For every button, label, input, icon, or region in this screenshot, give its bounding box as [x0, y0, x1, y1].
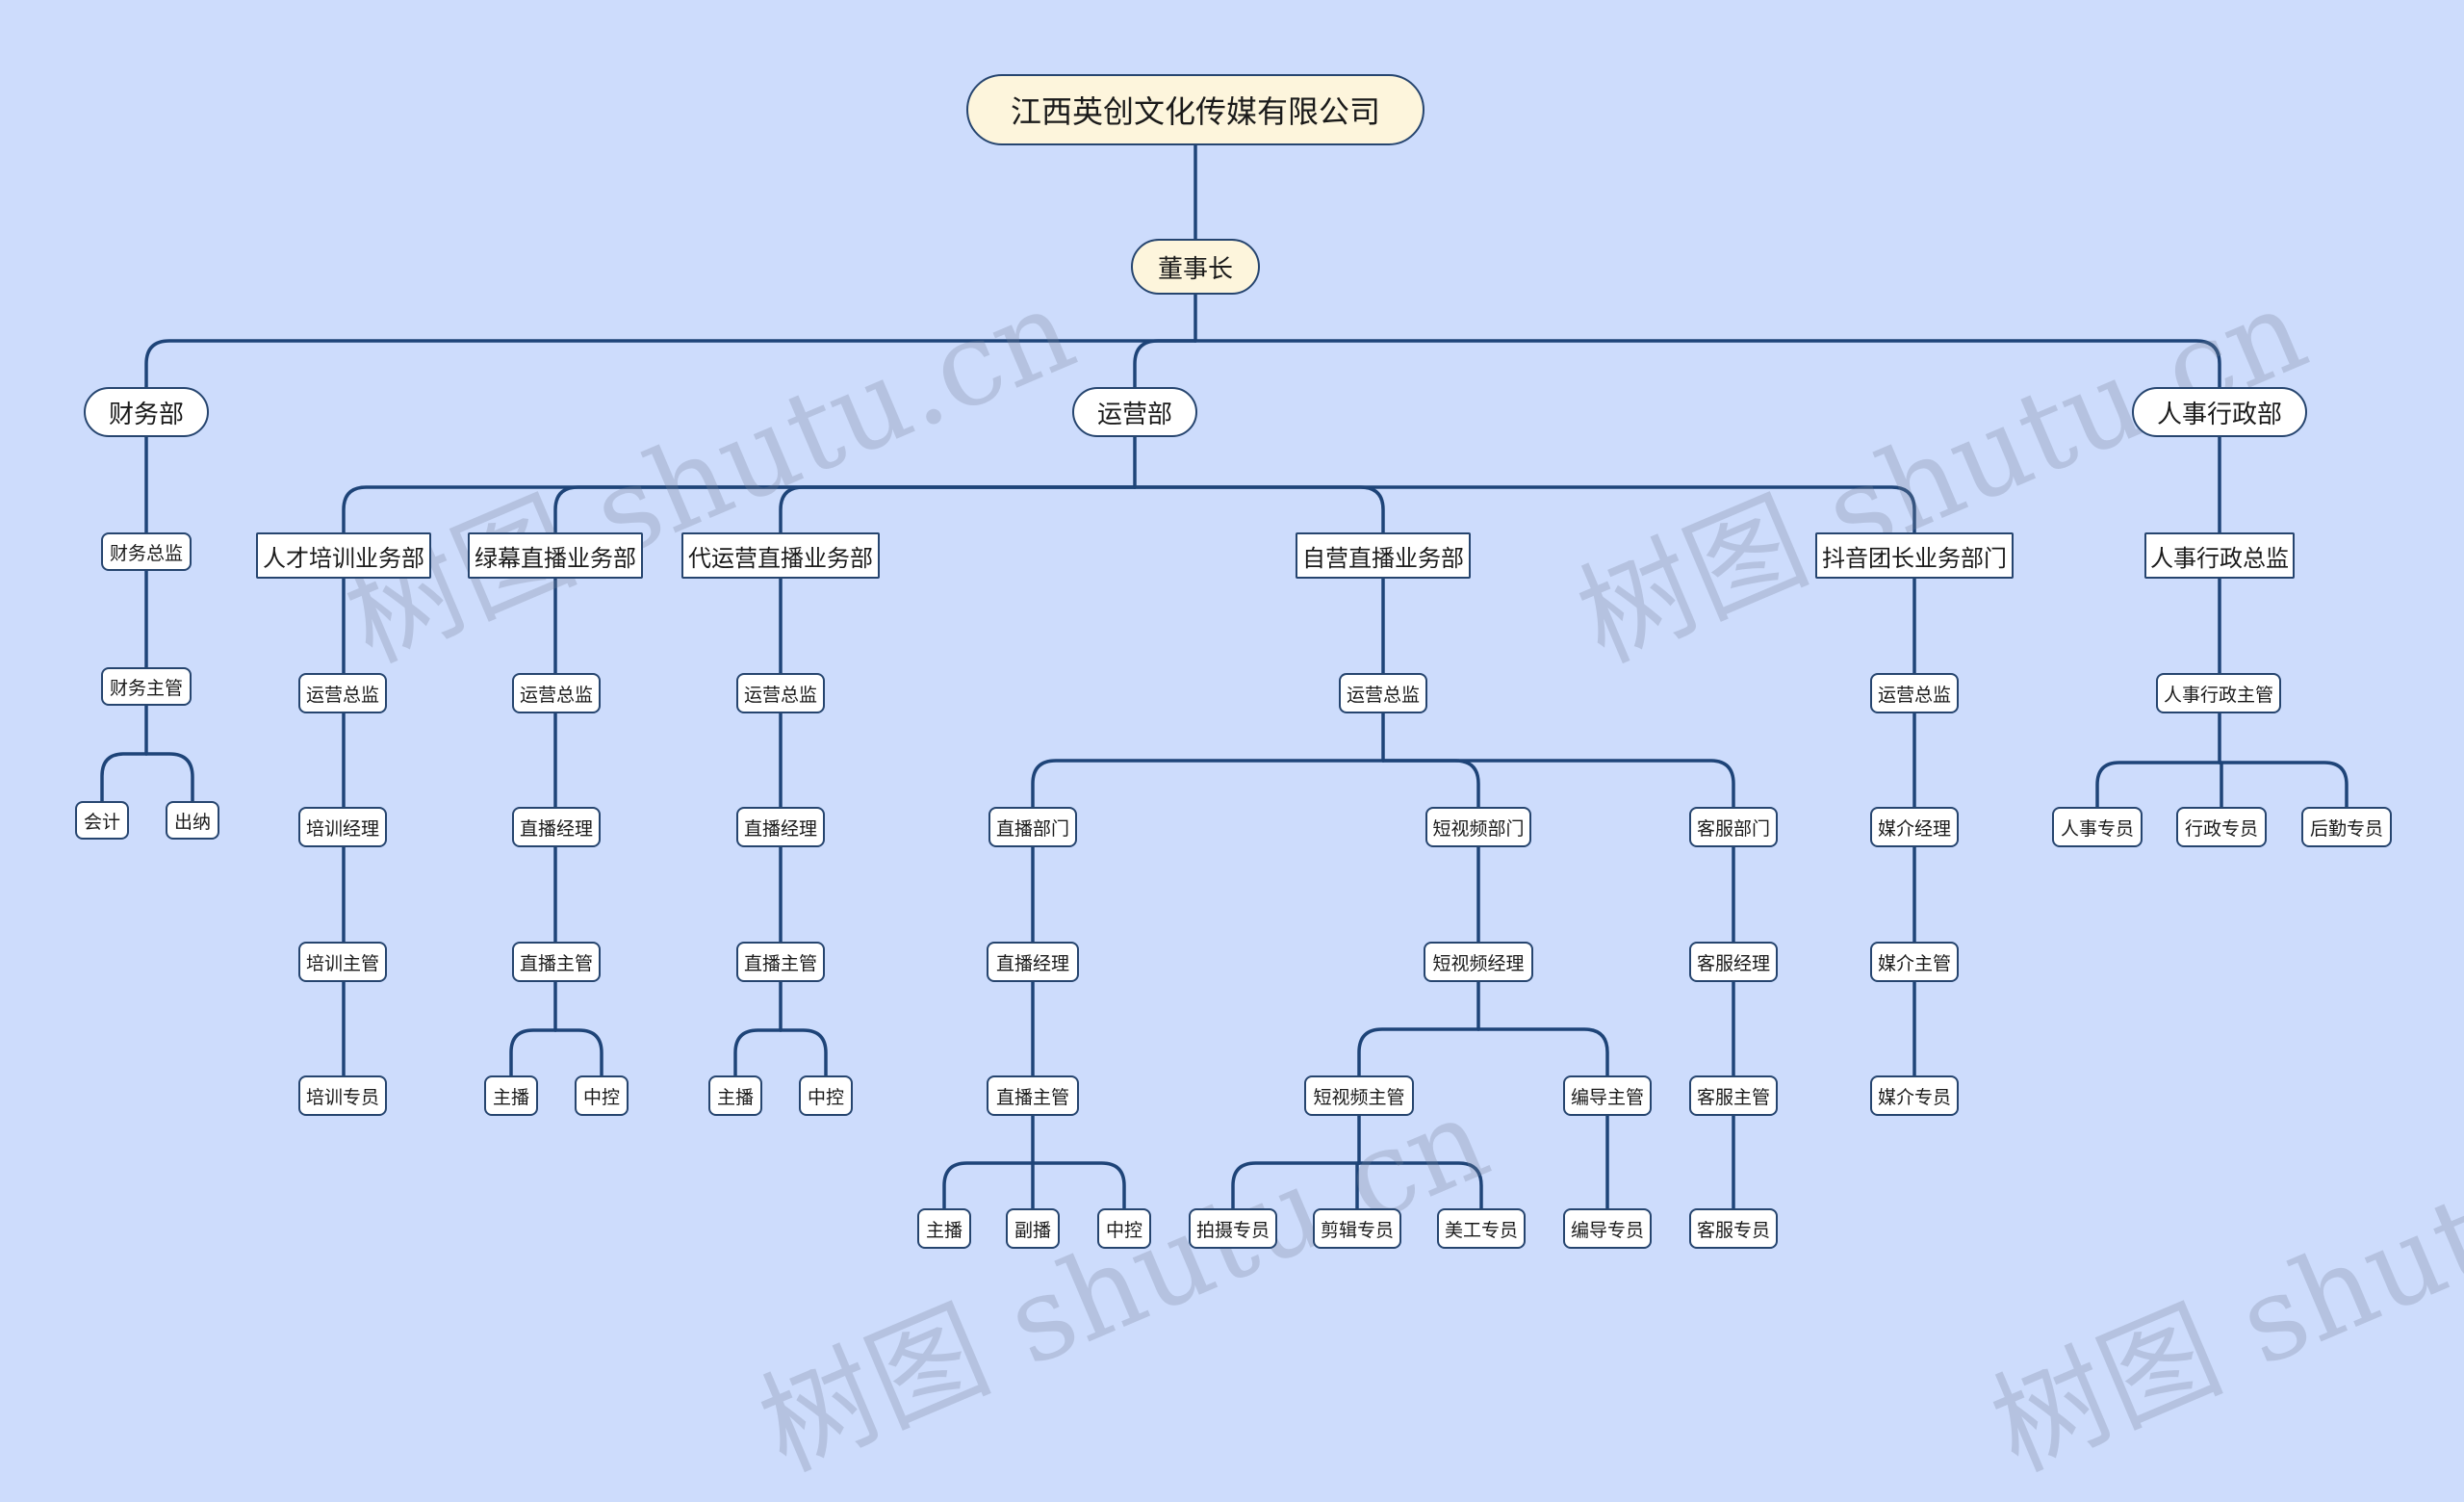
node-operations-dept[interactable]: 运营部	[1072, 387, 1197, 437]
node-talent-ops-director[interactable]: 运营总监	[298, 673, 387, 713]
connector-green-staff	[553, 1028, 603, 1077]
node-service-staff[interactable]: 客服专员	[1689, 1208, 1778, 1249]
connector-finance-staff	[144, 752, 194, 803]
connector-finance-staff	[100, 752, 148, 803]
connector-self-departments	[1381, 759, 1480, 809]
connector-operations-subdepts	[1133, 485, 1385, 534]
node-live-supervisor[interactable]: 直播主管	[987, 1075, 1079, 1116]
org-chart-canvas: 树图 shutu.cn 树图 shutu.cn 树图 shutu.cn 树图 s…	[75, 74, 2464, 1497]
node-director-supervisor[interactable]: 编导主管	[1563, 1075, 1652, 1116]
connector-agency-staff	[779, 1028, 828, 1077]
node-agency-live-manager[interactable]: 直播经理	[736, 807, 825, 847]
node-training-manager[interactable]: 培训经理	[298, 807, 387, 847]
node-green-live-supervisor[interactable]: 直播主管	[512, 942, 601, 982]
connector-video-supervisors	[1476, 1027, 1609, 1077]
node-chairman[interactable]: 董事长	[1131, 239, 1260, 295]
node-admin-staff[interactable]: 行政专员	[2176, 807, 2267, 847]
node-agency-live-supervisor[interactable]: 直播主管	[736, 942, 825, 982]
node-live-control[interactable]: 中控	[1097, 1208, 1151, 1249]
connector-lines	[100, 143, 2348, 1210]
node-live-host[interactable]: 主播	[917, 1208, 971, 1249]
node-camera-staff[interactable]: 拍摄专员	[1189, 1208, 1277, 1249]
node-hr-director[interactable]: 人事行政总监	[2144, 532, 2295, 579]
connector-video-supervisors	[1357, 1027, 1480, 1077]
node-agency-host[interactable]: 主播	[708, 1075, 762, 1116]
node-art-staff[interactable]: 美工专员	[1437, 1208, 1526, 1249]
node-talent-dept[interactable]: 人才培训业务部	[256, 532, 431, 579]
node-media-supervisor[interactable]: 媒介主管	[1870, 942, 1959, 982]
node-green-host[interactable]: 主播	[484, 1075, 538, 1116]
node-cashier[interactable]: 出纳	[166, 801, 219, 840]
connector-video-staff	[1231, 1161, 1361, 1210]
node-green-ops-director[interactable]: 运营总监	[512, 673, 601, 713]
node-green-live-manager[interactable]: 直播经理	[512, 807, 601, 847]
connector-live-staff	[942, 1161, 1035, 1210]
node-accountant[interactable]: 会计	[75, 801, 129, 840]
node-agency-control[interactable]: 中控	[799, 1075, 853, 1116]
node-service-supervisor[interactable]: 客服主管	[1689, 1075, 1778, 1116]
node-agency-dept[interactable]: 代运营直播业务部	[681, 532, 880, 579]
node-finance-manager[interactable]: 财务主管	[101, 667, 192, 706]
connector-self-departments	[1031, 759, 1385, 809]
node-live-cohost[interactable]: 副播	[1006, 1208, 1060, 1249]
connector-live-staff	[1031, 1161, 1126, 1210]
node-training-supervisor[interactable]: 培训主管	[298, 942, 387, 982]
node-douyin-ops-director[interactable]: 运营总监	[1870, 673, 1959, 713]
node-video-manager[interactable]: 短视频经理	[1424, 942, 1533, 982]
node-self-dept[interactable]: 自营直播业务部	[1296, 532, 1471, 579]
node-video-dept[interactable]: 短视频部门	[1425, 807, 1531, 847]
node-logistics-staff[interactable]: 后勤专员	[2301, 807, 2392, 847]
connector-video-staff	[1357, 1161, 1483, 1210]
node-media-manager[interactable]: 媒介经理	[1870, 807, 1959, 847]
node-director-staff[interactable]: 编导专员	[1563, 1208, 1652, 1249]
node-editing-staff[interactable]: 剪辑专员	[1313, 1208, 1401, 1249]
connector-video-staff	[1355, 1161, 1361, 1210]
connector-chairman-departments	[144, 339, 1197, 389]
connector-operations-subdepts	[553, 485, 1137, 534]
node-service-manager[interactable]: 客服经理	[1689, 942, 1778, 982]
node-green-dept[interactable]: 绿幕直播业务部	[468, 532, 643, 579]
node-hr-staff[interactable]: 人事专员	[2052, 807, 2143, 847]
node-live-manager[interactable]: 直播经理	[987, 942, 1079, 982]
connector-operations-subdepts	[342, 485, 1137, 534]
connector-green-staff	[509, 1028, 557, 1077]
connector-agency-staff	[733, 1028, 783, 1077]
node-live-dept[interactable]: 直播部门	[988, 807, 1077, 847]
node-hr-dept[interactable]: 人事行政部	[2132, 387, 2307, 437]
node-finance-dept[interactable]: 财务部	[84, 387, 209, 437]
node-agency-ops-director[interactable]: 运营总监	[736, 673, 825, 713]
node-green-control[interactable]: 中控	[575, 1075, 629, 1116]
connector-operations-subdepts	[779, 485, 1137, 534]
node-training-staff[interactable]: 培训专员	[298, 1075, 387, 1116]
connector-hr-staff	[2095, 761, 2221, 809]
connector-hr-staff	[2218, 761, 2223, 809]
node-douyin-dept[interactable]: 抖音团长业务部门	[1815, 532, 2014, 579]
node-company[interactable]: 江西英创文化传媒有限公司	[966, 74, 1424, 145]
connector-chairman-departments	[1194, 339, 2221, 389]
connector-operations-subdepts	[1133, 485, 1916, 534]
node-finance-director[interactable]: 财务总监	[101, 532, 192, 571]
node-service-dept[interactable]: 客服部门	[1689, 807, 1778, 847]
node-video-supervisor[interactable]: 短视频主管	[1304, 1075, 1414, 1116]
node-self-ops-director[interactable]: 运营总监	[1339, 673, 1427, 713]
node-hr-supervisor[interactable]: 人事行政主管	[2156, 673, 2281, 713]
connector-chairman-departments	[1133, 339, 1197, 389]
node-media-staff[interactable]: 媒介专员	[1870, 1075, 1959, 1116]
connector-self-departments	[1381, 759, 1735, 809]
connector-hr-staff	[2218, 761, 2348, 809]
